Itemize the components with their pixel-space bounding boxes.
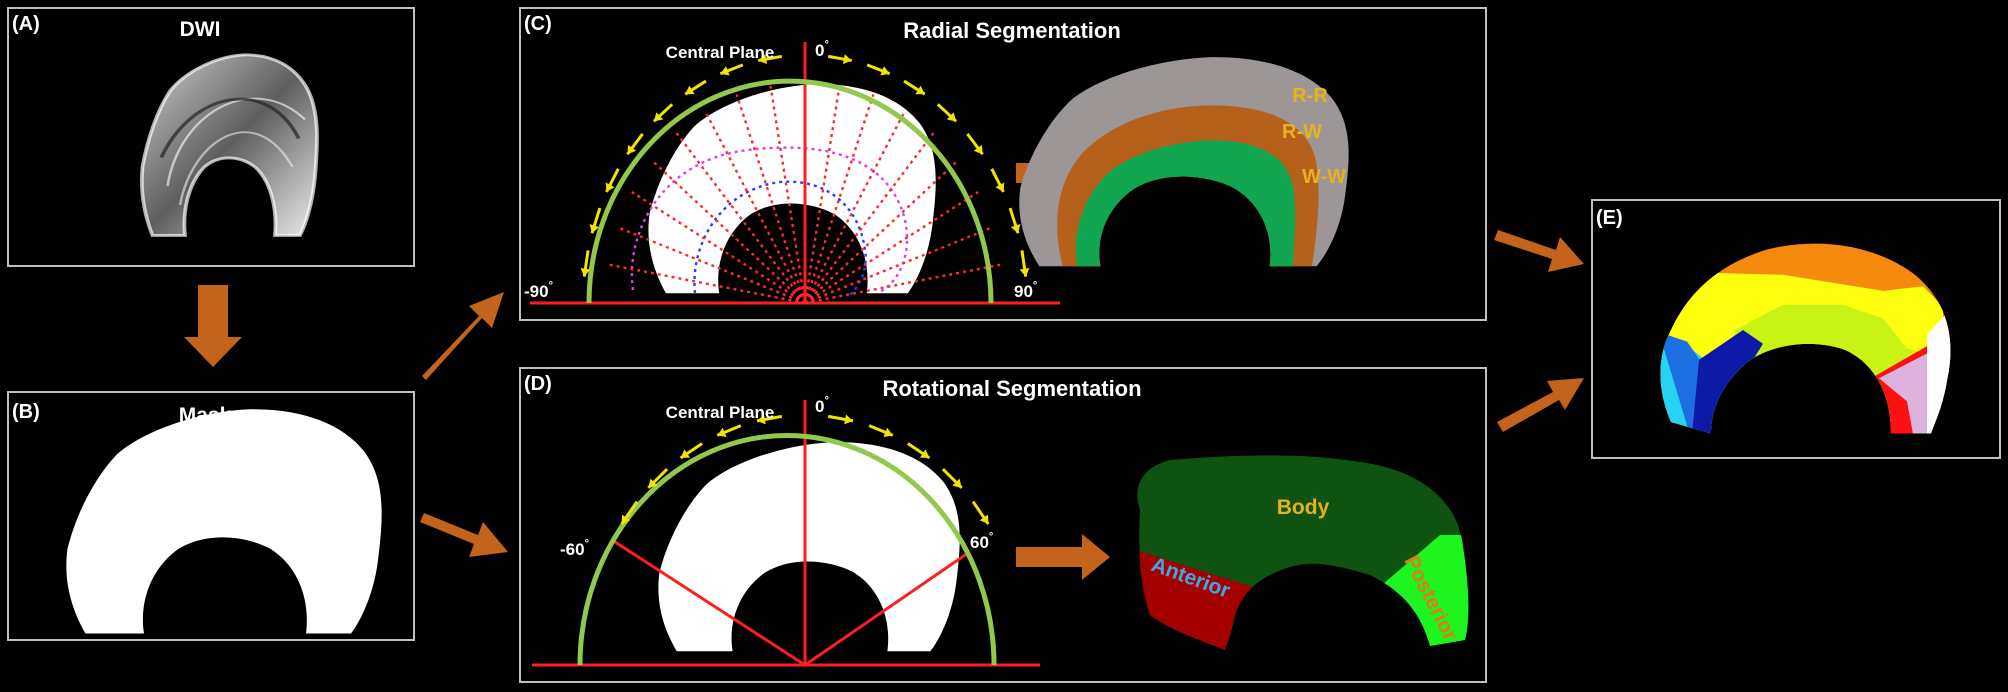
arrow-d-to-result — [1016, 534, 1110, 580]
direction-arrowhead — [605, 182, 615, 192]
angle-60-label: 60° — [970, 531, 993, 552]
direction-arrows — [580, 54, 1030, 277]
angle-0-label: 0° — [815, 39, 829, 60]
panel-a-id: (A) — [12, 13, 40, 35]
angle-minus90-label: -90° — [524, 280, 553, 301]
rotational-segmented-result — [1137, 455, 1469, 650]
semicircle-arc-green — [577, 432, 997, 666]
direction-arrowhead — [717, 427, 727, 437]
region-rr-label: R-R — [1292, 85, 1328, 107]
arrow-c-to-e — [1494, 230, 1584, 272]
radial-ray — [607, 263, 806, 305]
central-plane-label: Central Plane — [666, 43, 775, 62]
panel-d-frame — [519, 367, 1487, 683]
direction-arrowhead — [952, 478, 962, 488]
panel-b-id: (B) — [12, 401, 40, 423]
direction-arrowhead — [842, 54, 852, 65]
direction-arrowhead — [1010, 224, 1021, 234]
region-ww-label: W-W — [1302, 166, 1346, 188]
direction-arrowhead — [580, 268, 591, 277]
region-body-label: Body — [1277, 496, 1330, 519]
radial-ray — [803, 110, 907, 304]
panel-a-frame — [7, 7, 415, 267]
semicircle-arc — [588, 249, 990, 303]
direction-arrowhead — [653, 112, 664, 122]
radial-ray — [803, 84, 841, 304]
rotational-diagram: Central Plane 0° -60° 60° — [532, 395, 1040, 667]
direction-arrowhead — [844, 414, 853, 425]
angle-minus60-label: -60° — [560, 538, 589, 559]
panel-d-title: Rotational Segmentation — [882, 376, 1141, 401]
direction-arrowhead — [883, 427, 893, 437]
panel-c-id: (C) — [524, 13, 552, 35]
dwi-image — [142, 55, 317, 236]
panel-c-frame — [519, 7, 1487, 321]
combined-segmentation — [1660, 243, 1951, 434]
radial-segmented-result — [1019, 57, 1349, 267]
plus60-line — [804, 551, 969, 667]
radial-ray — [804, 132, 935, 304]
panel-d-id: (D) — [524, 373, 552, 395]
inner-boundary — [630, 146, 909, 294]
radial-diagram: Central Plane 0° -90° 90° — [524, 39, 1060, 305]
radial-ray — [735, 94, 807, 304]
radial-ray — [804, 263, 1003, 305]
panel-e-frame — [1591, 199, 2001, 459]
radial-ray — [703, 110, 807, 304]
panel-b-frame — [7, 391, 415, 641]
radial-ray — [804, 225, 994, 305]
rotational-mask-shape — [658, 442, 960, 652]
direction-arrowhead — [915, 85, 925, 95]
arrow-a-to-b — [184, 285, 242, 367]
semicircle-arc-green — [586, 78, 994, 304]
region-rw-label: R-W — [1282, 121, 1322, 143]
central-plane-label: Central Plane — [666, 403, 775, 422]
panel-c-title: Radial Segmentation — [903, 18, 1121, 43]
radial-ray — [675, 132, 806, 304]
minus60-line — [611, 538, 806, 667]
direction-arrowhead — [995, 182, 1005, 192]
mask-image — [66, 409, 382, 634]
arrow-b-to-c — [422, 292, 504, 380]
direction-arrowhead — [758, 54, 768, 65]
radial-ray — [769, 84, 807, 304]
angle-0-label: 0° — [815, 395, 829, 416]
direction-arrowhead — [973, 144, 983, 155]
direction-arrowhead — [589, 224, 600, 234]
direction-arrowhead — [880, 66, 890, 76]
direction-arrows — [620, 414, 990, 525]
panel-e-id: (E) — [1596, 207, 1623, 229]
direction-arrowhead — [720, 66, 730, 76]
direction-arrowhead — [946, 112, 957, 122]
arrow-d-to-e — [1497, 378, 1584, 432]
direction-arrowhead — [648, 478, 658, 488]
direction-arrowhead — [685, 85, 695, 95]
panel-a-title: DWI — [180, 18, 221, 41]
direction-arrowhead — [627, 144, 637, 155]
arrow-b-to-d — [420, 513, 508, 557]
radial-ray — [616, 225, 806, 305]
direction-arrowhead — [1019, 268, 1030, 277]
direction-arrowhead — [680, 449, 691, 458]
angle-90-label: 90° — [1014, 280, 1037, 301]
direction-arrowhead — [919, 449, 930, 458]
direction-arrowhead — [979, 514, 989, 525]
direction-arrowhead — [621, 514, 631, 525]
direction-arrowhead — [757, 414, 766, 425]
radial-ray — [803, 94, 875, 304]
